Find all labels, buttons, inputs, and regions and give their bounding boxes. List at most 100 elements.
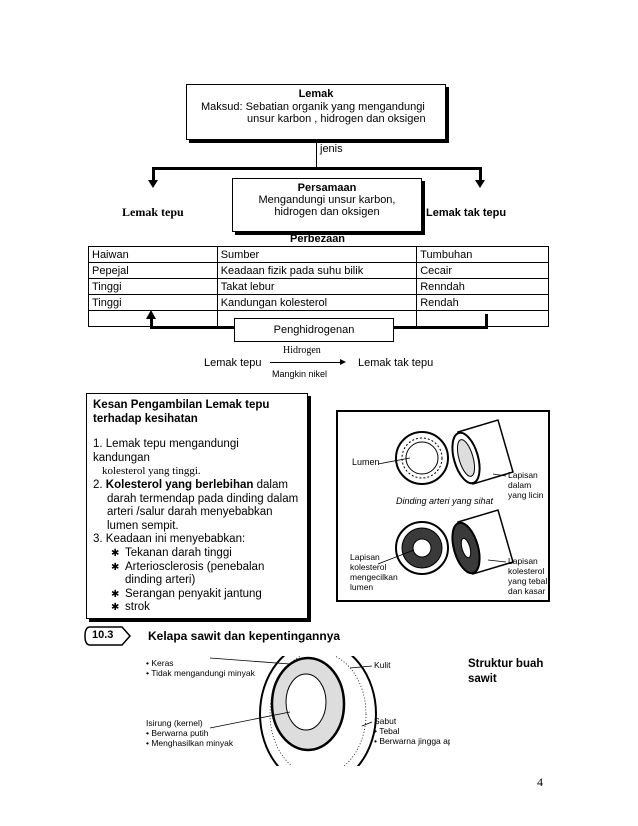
- section-title: Kelapa sawit dan kepentingannya: [148, 629, 341, 643]
- label-line: mengecilkan: [350, 572, 398, 582]
- label-line: Lapisan kolesterol: [508, 556, 545, 576]
- reaction-product: Lemak tak tepu: [358, 357, 434, 369]
- section-number: 10.3: [92, 629, 114, 641]
- kesan-bullet-continuation: dinding arteri): [125, 574, 196, 587]
- table-row: Tinggi Takat lebur Renndah: [88, 278, 549, 295]
- page-number: 4: [537, 775, 543, 789]
- kesan-point3: 3. Keadaan ini menyebabkan:: [93, 533, 246, 546]
- kesan-box: Kesan Pengambilan Lemak tepu terhadap ke…: [86, 393, 308, 619]
- kesan-title-line1: Kesan Pengambilan Lemak tepu: [93, 399, 270, 411]
- asterisk-bullet-icon: ✱: [111, 602, 120, 614]
- perbezaan-label: Perbezaan: [290, 233, 346, 245]
- penghidrogenan-label: Penghidrogenan: [273, 324, 355, 336]
- label-line: lumen: [350, 582, 374, 592]
- kesan-point2-rest: dalam: [256, 478, 288, 491]
- reaction-arrow-icon: [340, 359, 346, 365]
- table-cell: Haiwan: [88, 246, 218, 263]
- lemak-tak-tepu-heading: Lemak tak tepu: [426, 207, 507, 219]
- kesan-bullet: strok: [125, 601, 150, 614]
- table-cell: [416, 310, 549, 327]
- isirung-bullet: Menghasilkan minyak: [151, 738, 234, 748]
- table-row: Tinggi Kandungan kolesterol Rendah: [88, 294, 549, 311]
- lemak-definition-line1: Maksud: Sebatian organik yang mengandung…: [201, 101, 425, 113]
- table-cell: Sumber: [216, 246, 418, 263]
- reaction-condition-below: Mangkin nikel: [272, 369, 328, 379]
- connector-right-down: [479, 167, 482, 181]
- artery-illustration: [377, 419, 514, 575]
- kesan-point2-line4: lumen sempit.: [107, 519, 179, 532]
- healthy-artery-caption: Dinding arteri yang sihat: [396, 496, 494, 506]
- palm-label-line: Keras: [151, 658, 174, 668]
- loop-left-up: [150, 318, 153, 329]
- connector-horizontal: [152, 167, 482, 170]
- kesan-bullet: Arteriosclerosis (penebalan: [125, 560, 265, 573]
- table-cell: Kandungan kolesterol: [216, 294, 418, 311]
- table-cell: Takat lebur: [216, 278, 418, 295]
- reaction-arrow-line: [270, 362, 340, 363]
- section-badge-shape: [84, 626, 132, 646]
- persamaan-line1: Mengandungi unsur karbon,: [258, 194, 396, 206]
- connector-vertical: [316, 140, 317, 168]
- penghidrogenan-box: Penghidrogenan: [234, 318, 394, 342]
- comparison-table: Haiwan Sumber Tumbuhan Pepejal Keadaan f…: [88, 246, 549, 327]
- kesan-point1-b: kandungan: [93, 451, 150, 464]
- lapisan-licin-label: Lapisan dalam yang licin: [508, 470, 548, 500]
- table-row: Pepejal Keadaan fizik pada suhu bilik Ce…: [88, 262, 549, 279]
- asterisk-bullet-icon: ✱: [111, 588, 120, 600]
- kesan-point1-a: 1. Lemak tepu mengandungi: [93, 438, 239, 451]
- section-number-badge: 10.3: [84, 626, 132, 646]
- kesan-point2-bold: Kolesterol yang berlebihan: [105, 478, 254, 491]
- table-cell: Tumbuhan: [416, 246, 549, 263]
- table-cell: Pepejal: [88, 262, 218, 279]
- kesan-bullet: Tekanan darah tinggi: [125, 546, 232, 559]
- label-line: yang tebal: [508, 576, 548, 586]
- artery-figure: Lumen Lapisan dalam yang licin Dinding a…: [336, 410, 550, 602]
- arrow-down-left-icon: [148, 180, 158, 188]
- palm-label-line: Tidak mengandungi minyak: [151, 668, 255, 678]
- label-line: kolesterol: [350, 562, 387, 572]
- table-cell: Tinggi: [88, 278, 218, 295]
- isirung-bullet: Berwarna putih: [151, 728, 209, 738]
- kulit-label: Kulit: [374, 660, 391, 670]
- kesan-point2-line2: darah termendap pada dinding dalam: [107, 492, 299, 505]
- arrow-down-right-icon: [475, 180, 485, 188]
- persamaan-box: Persamaan Mengandungi unsur karbon, hidr…: [232, 178, 422, 232]
- palm-caption-line: sawit: [468, 673, 497, 685]
- label-line: dan kasar: [508, 586, 546, 596]
- asterisk-bullet-icon: ✱: [111, 547, 120, 559]
- table-cell: Rendah: [416, 294, 549, 311]
- label-line: Lapisan: [350, 552, 380, 562]
- sabut-bullet: Tebal: [379, 726, 400, 736]
- isirung-label: Isirung (kernel) • Berwarna putih • Meng…: [146, 718, 234, 748]
- reaction-reactant: Lemak tepu: [204, 357, 262, 369]
- sabut-label: Sabut • Tebal • Berwarna jingga apabila …: [374, 716, 450, 746]
- tempurung-label: • Keras • Tidak mengandungi minyak: [146, 658, 255, 678]
- table-row: Haiwan Sumber Tumbuhan: [88, 246, 549, 263]
- table-cell: Keadaan fizik pada suhu bilik: [216, 262, 418, 279]
- palm-fruit-illustration: [209, 656, 377, 766]
- lemak-definition-box: Lemak Maksud: Sebatian organik yang meng…: [186, 84, 446, 140]
- kesan-bullet: Serangan penyakit jantung: [125, 587, 262, 600]
- palm-figure-caption: Struktur buah sawit: [468, 657, 543, 687]
- lemak-definition-line2: unsur karbon , hidrogen dan oksigen: [247, 113, 426, 125]
- reaction-condition-above: Hidrogen: [283, 345, 321, 356]
- palm-caption-line: Struktur buah: [468, 658, 544, 670]
- arrow-up-left-icon: [146, 310, 156, 319]
- lapisan-kolesterol-left-label: Lapisan kolesterol mengecilkan lumen: [350, 552, 398, 592]
- table-cell: Cecair: [416, 262, 549, 279]
- connector-left-down: [152, 167, 155, 181]
- isirung-title: Isirung (kernel): [146, 718, 203, 728]
- lemak-tepu-heading: Lemak tepu: [122, 205, 184, 219]
- palm-fruit-figure: • Keras • Tidak mengandungi minyak Isiru…: [140, 656, 450, 766]
- jenis-label: jenis: [320, 143, 343, 155]
- table-cell: Tinggi: [88, 294, 218, 311]
- kesan-point1-c: kolesterol yang tinggi.: [102, 465, 201, 478]
- persamaan-line2: hidrogen dan oksigen: [274, 206, 380, 218]
- lapisan-kolesterol-right-label: Lapisan kolesterol yang tebal dan kasar: [508, 556, 550, 596]
- lapisan-licin-line: Lapisan dalam: [508, 470, 538, 490]
- lapisan-licin-line: yang licin: [508, 490, 544, 500]
- kesan-point2-number: 2.: [93, 478, 103, 491]
- sabut-title: Sabut: [374, 716, 397, 726]
- lemak-title: Lemak: [298, 88, 334, 100]
- table-cell: Renndah: [416, 278, 549, 295]
